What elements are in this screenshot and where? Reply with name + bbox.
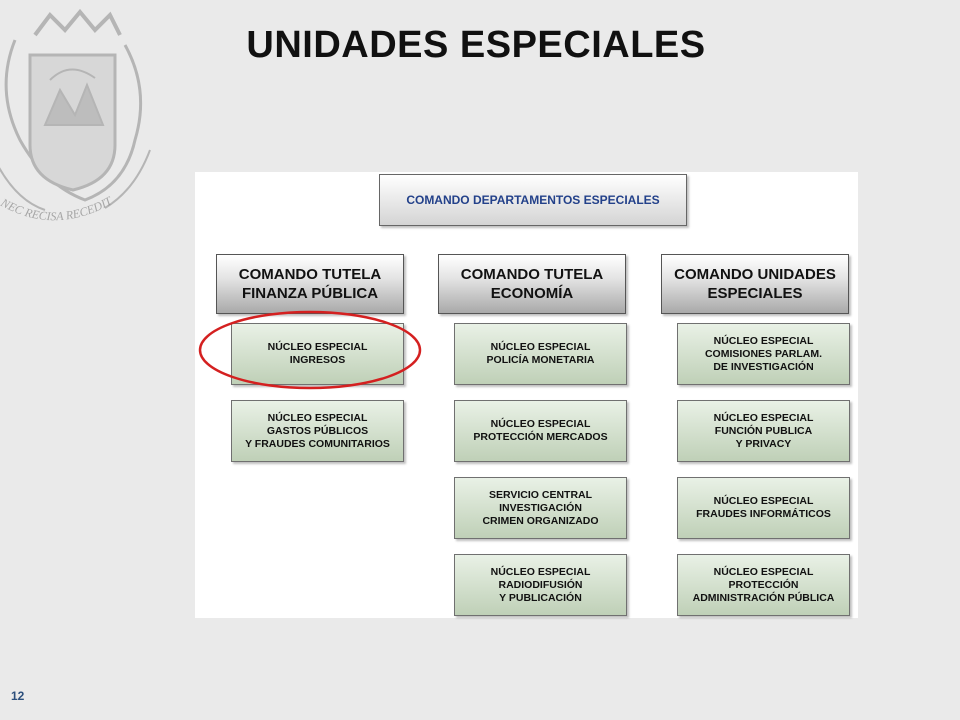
unit-box-line: ADMINISTRACIÓN PÚBLICA <box>692 591 835 604</box>
unit-box-line: DE INVESTIGACIÓN <box>713 360 814 373</box>
unit-box-line: COMISIONES PARLAM. <box>704 347 823 360</box>
unit-box-line: FRAUDES INFORMÁTICOS <box>696 508 831 520</box>
unit-box-line: POLICÍA MONETARIA <box>486 354 595 366</box>
crest-emblem: NEC RECISA RECEDIT <box>0 8 151 223</box>
unit-box-line: PROTECCIÓN <box>728 578 799 591</box>
crest-motto: NEC RECISA RECEDIT <box>0 193 115 223</box>
unit-box-line: Y PUBLICACIÓN <box>499 591 582 604</box>
slide-title: UNIDADES ESPECIALES <box>246 24 706 66</box>
command-box: COMANDO TUTELA FINANZA PÚBLICA <box>216 254 404 314</box>
unit-box-line: NÚCLEO ESPECIAL <box>490 565 591 578</box>
command-box-line: COMANDO UNIDADES <box>674 266 836 283</box>
unit-box-line: NÚCLEO ESPECIAL <box>267 411 368 424</box>
unit-box-line: Y PRIVACY <box>735 437 792 450</box>
unit-box-line: GASTOS PÚBLICOS <box>266 424 369 437</box>
unit-box-line: INGRESOS <box>289 354 346 366</box>
unit-box-line: CRIMEN ORGANIZADO <box>482 514 599 527</box>
unit-box-line: RADIODIFUSIÓN <box>498 578 583 591</box>
svg-text:NEC RECISA RECEDIT: NEC RECISA RECEDIT <box>0 193 115 223</box>
slide-page-number: 12 <box>11 689 25 703</box>
command-box-line: ESPECIALES <box>707 285 803 302</box>
unit-box-line: NÚCLEO ESPECIAL <box>713 334 814 347</box>
unit-box-line: NÚCLEO ESPECIAL <box>267 341 368 353</box>
unit-box-line: NÚCLEO ESPECIAL <box>713 495 814 507</box>
unit-box-line: Y FRAUDES COMUNITARIOS <box>245 437 390 450</box>
command-box: COMANDO UNIDADES ESPECIALES <box>661 254 849 314</box>
org-chart: COMANDO DEPARTAMENTOS ESPECIALES COMANDO … <box>195 172 858 618</box>
command-box-line: ECONOMÍA <box>490 285 574 302</box>
unit-box-line: NÚCLEO ESPECIAL <box>713 411 814 424</box>
command-box-line: COMANDO TUTELA <box>460 266 604 283</box>
command-box: COMANDO TUTELA ECONOMÍA <box>438 254 626 314</box>
highlight-circle <box>198 310 422 390</box>
unit-box-line: NÚCLEO ESPECIAL <box>490 418 591 430</box>
command-box-line: COMANDO TUTELA <box>238 266 382 283</box>
command-box-line: FINANZA PÚBLICA <box>241 285 379 302</box>
unit-box-line: NÚCLEO ESPECIAL <box>713 565 814 578</box>
unit-box-line: SERVICIO CENTRAL <box>488 488 593 501</box>
unit-box-line: FUNCIÓN PUBLICA <box>714 424 813 437</box>
unit-box-line: INVESTIGACIÓN <box>499 501 582 514</box>
top-command-box: COMANDO DEPARTAMENTOS ESPECIALES <box>379 174 687 226</box>
unit-box-line: PROTECCIÓN MERCADOS <box>473 431 608 443</box>
unit-box-line: NÚCLEO ESPECIAL <box>490 341 591 353</box>
